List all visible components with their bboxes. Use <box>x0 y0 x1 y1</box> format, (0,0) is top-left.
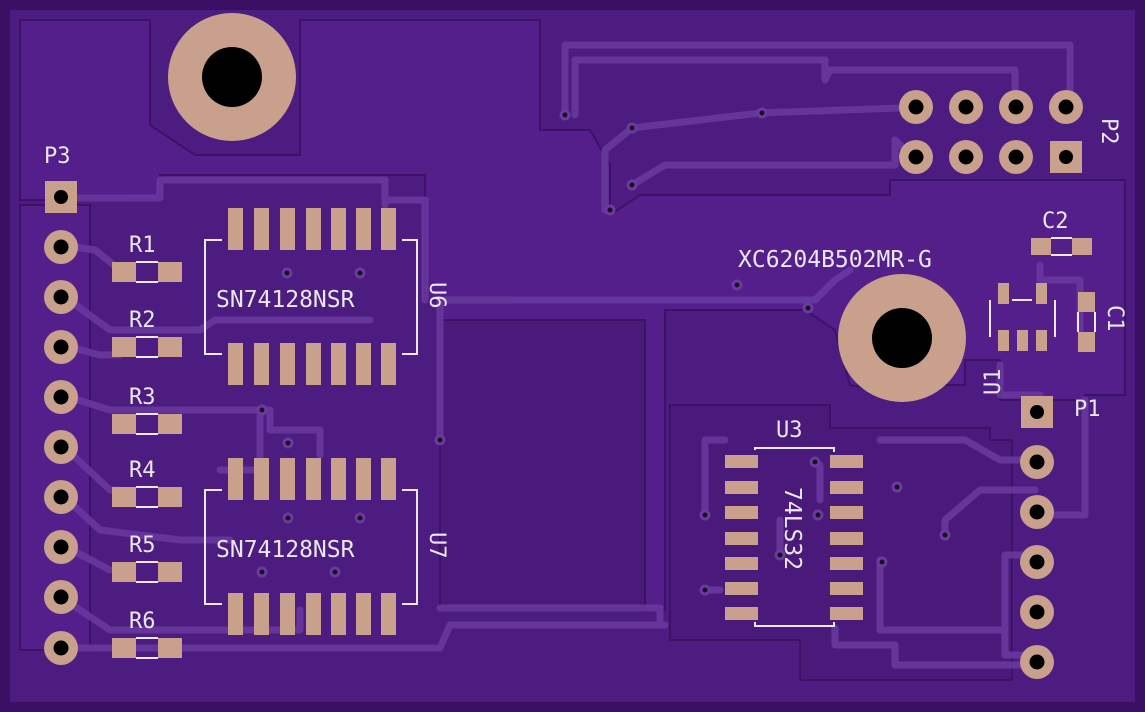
label-p3: P3 <box>44 144 71 169</box>
ic-u6 <box>204 208 418 385</box>
resistor-r6 <box>112 637 182 659</box>
resistor-r3 <box>112 413 182 435</box>
label-r6: R6 <box>129 609 156 634</box>
ic-u1 <box>989 283 1056 351</box>
resistor-r1 <box>112 261 182 283</box>
label-c1: C1 <box>1102 305 1127 332</box>
capacitor-c2 <box>1031 237 1092 256</box>
label-u7-ref: U7 <box>424 532 449 559</box>
label-r3: R3 <box>129 385 156 410</box>
label-u7-value: SN74128NSR <box>216 537 355 563</box>
connector-p3 <box>44 181 78 665</box>
resistor-r4 <box>112 486 182 508</box>
resistors <box>112 261 182 659</box>
ic-u7 <box>204 458 418 635</box>
label-p2: P2 <box>1096 118 1121 145</box>
label-r4: R4 <box>129 458 156 483</box>
label-u3-value: 74LS32 <box>779 487 805 570</box>
label-u6-value: SN74128NSR <box>216 287 355 313</box>
label-u3-ref: U3 <box>776 418 803 443</box>
vias <box>256 107 951 596</box>
label-r2: R2 <box>129 308 156 333</box>
connector-p2 <box>899 90 1083 174</box>
mounting-hole-right <box>838 274 966 402</box>
label-r1: R1 <box>129 233 156 258</box>
connector-p1 <box>1020 396 1054 679</box>
resistor-r2 <box>112 336 182 358</box>
label-c2: C2 <box>1042 209 1069 234</box>
label-u1-value: XC6204B502MR-G <box>738 247 932 273</box>
mounting-hole-top <box>168 13 296 141</box>
label-u1-ref: U1 <box>981 369 1006 396</box>
label-u6-ref: U6 <box>424 282 449 309</box>
label-r5: R5 <box>129 533 156 558</box>
resistor-r5 <box>112 561 182 583</box>
label-p1: P1 <box>1074 397 1101 422</box>
capacitor-c1 <box>1077 292 1096 352</box>
ic-u3 <box>725 447 863 627</box>
